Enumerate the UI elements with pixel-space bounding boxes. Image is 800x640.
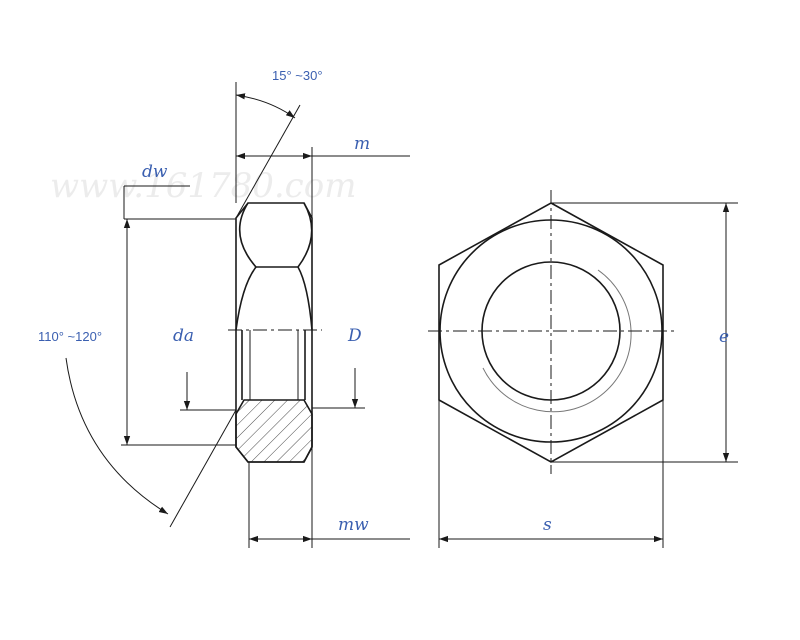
- angle-top-arc: [235, 93, 296, 119]
- m-label: m: [354, 134, 370, 154]
- bore-circle: [481, 261, 621, 401]
- angle-top-label: 15° ~30°: [272, 68, 323, 83]
- da-label: da: [173, 326, 194, 346]
- angle-left-label: 110° ~120°: [38, 329, 102, 344]
- e-label: e: [719, 327, 729, 347]
- side-dimensions: [65, 82, 410, 548]
- dw-label: dw: [142, 162, 168, 182]
- upper-bore-arc: [235, 266, 313, 331]
- mw-label: mw: [338, 515, 369, 535]
- angle-left-arc: [65, 357, 169, 515]
- s-label: s: [543, 515, 552, 535]
- thread-arc: [482, 269, 632, 413]
- angle-left-leader: [169, 409, 237, 528]
- watermark: www.161780.com: [50, 166, 356, 206]
- angle-top-leader: [235, 104, 301, 219]
- D-label: D: [347, 326, 362, 346]
- front-dimensions: [438, 202, 738, 548]
- top-chamfer-arc: [238, 202, 313, 268]
- hatched-section: [235, 399, 313, 463]
